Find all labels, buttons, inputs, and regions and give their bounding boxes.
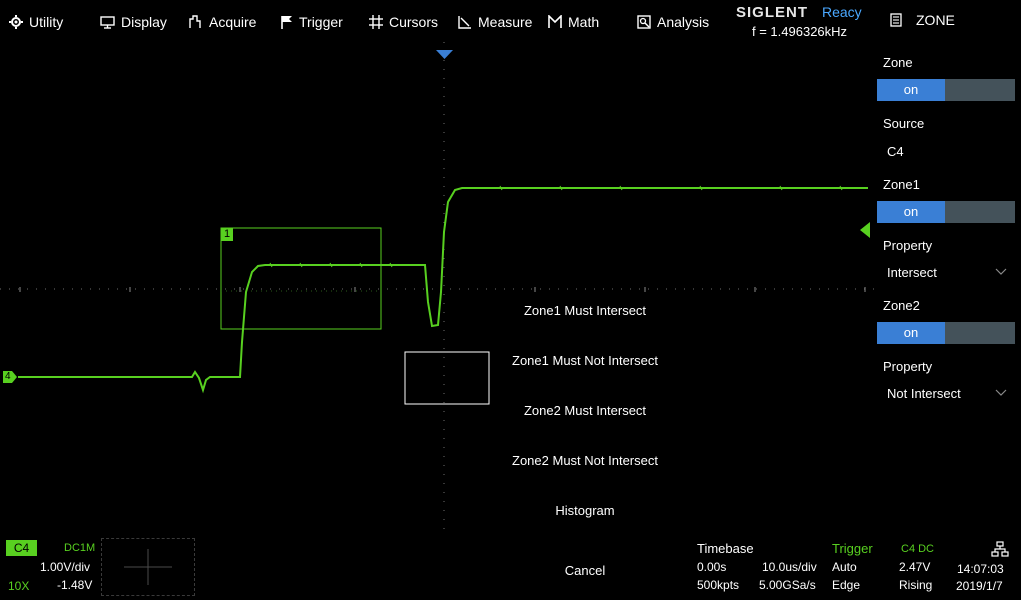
zone-panel: ZONE Zone on Source C4 Zone1 on Property… bbox=[876, 0, 1021, 599]
gear-icon bbox=[9, 15, 23, 29]
zone2-toggle[interactable]: on bbox=[877, 322, 1015, 344]
network-icon bbox=[991, 541, 1009, 557]
property1-label: Property bbox=[883, 238, 933, 253]
option-zone1-must-not-intersect[interactable]: Zone1 Must Not Intersect bbox=[512, 353, 658, 368]
source-value[interactable]: C4 bbox=[887, 144, 904, 159]
menu-bar: Utility Display Acquire Trigger Cursors … bbox=[0, 0, 876, 42]
timebase-delay[interactable]: 0.00s bbox=[697, 560, 727, 574]
zone2-toggle-off bbox=[945, 322, 1015, 344]
channel4-coupling: DC1M bbox=[64, 542, 96, 554]
property1-dropdown[interactable]: Intersect bbox=[877, 262, 1015, 284]
channel4-offset-marker[interactable]: 4 bbox=[3, 371, 17, 383]
waveform-grid bbox=[0, 42, 876, 536]
menu-analysis[interactable]: Analysis bbox=[637, 12, 709, 32]
menu-measure[interactable]: Measure bbox=[458, 12, 532, 32]
option-zone2-must-intersect[interactable]: Zone2 Must Intersect bbox=[523, 403, 647, 418]
option-zone1-must-intersect[interactable]: Zone1 Must Intersect bbox=[523, 303, 647, 318]
math-icon bbox=[548, 15, 562, 28]
zone-toggle-off bbox=[945, 79, 1015, 101]
zone1-toggle-off bbox=[945, 201, 1015, 223]
trigger-mode[interactable]: Auto bbox=[832, 560, 857, 574]
option-zone2-must-not-intersect[interactable]: Zone2 Must Not Intersect bbox=[512, 453, 658, 468]
trigger-level[interactable]: 2.47V bbox=[899, 560, 931, 574]
zone1-box[interactable] bbox=[220, 227, 382, 330]
zone-label: Zone bbox=[883, 55, 913, 70]
monitor-icon bbox=[100, 15, 115, 29]
measure-icon bbox=[458, 16, 471, 29]
menu-utility[interactable]: Utility bbox=[9, 12, 63, 32]
menu-display[interactable]: Display bbox=[100, 12, 167, 32]
analysis-icon bbox=[637, 15, 651, 29]
zone1-label: Zone1 bbox=[883, 177, 920, 192]
clock-time: 14:07:03 bbox=[957, 562, 1004, 576]
frequency-counter: f = 1.496326kHz bbox=[752, 24, 848, 39]
zone1-toggle[interactable]: on bbox=[877, 201, 1015, 223]
memory-depth: 500kpts bbox=[697, 578, 740, 592]
brand-logo: SIGLENT bbox=[736, 4, 809, 21]
trigger-level-marker[interactable] bbox=[860, 222, 870, 238]
zone-toggle[interactable]: on bbox=[877, 79, 1015, 101]
menu-measure-label: Measure bbox=[478, 14, 533, 30]
crosshair-icon bbox=[369, 15, 383, 29]
panel-title: ZONE bbox=[916, 12, 955, 28]
trigger-position-marker[interactable] bbox=[436, 50, 453, 59]
chevron-down-icon bbox=[995, 389, 1007, 396]
panel-header: ZONE bbox=[890, 12, 955, 28]
property2-dropdown[interactable]: Not Intersect bbox=[877, 383, 1015, 405]
clock-date: 2019/1/7 bbox=[956, 579, 1003, 593]
channel4-probe: 10X bbox=[8, 579, 30, 593]
menu-trigger-label: Trigger bbox=[299, 14, 343, 30]
mini-navigator[interactable] bbox=[101, 538, 195, 596]
option-cancel[interactable]: Cancel bbox=[564, 563, 606, 578]
waveform-display[interactable]: Zone1 Must Intersect Zone1 Must Not Inte… bbox=[0, 42, 876, 536]
trigger-slope[interactable]: Rising bbox=[899, 578, 933, 592]
channel4-badge[interactable]: C4 bbox=[6, 540, 37, 556]
document-icon bbox=[890, 13, 902, 27]
channel4-offset: -1.48V bbox=[57, 578, 93, 592]
timebase-scale[interactable]: 10.0us/div bbox=[762, 560, 817, 574]
menu-acquire-label: Acquire bbox=[209, 14, 257, 30]
trigger-type[interactable]: Edge bbox=[832, 578, 861, 592]
menu-acquire[interactable]: Acquire bbox=[189, 12, 256, 32]
flag-icon bbox=[281, 16, 292, 29]
menu-math[interactable]: Math bbox=[548, 12, 599, 32]
menu-trigger[interactable]: Trigger bbox=[280, 12, 343, 32]
timebase-label: Timebase bbox=[697, 541, 754, 556]
chevron-down-icon bbox=[995, 268, 1007, 275]
zone-toggle-on: on bbox=[877, 79, 945, 101]
trigger-source: C4 DC bbox=[901, 543, 935, 555]
trigger-label: Trigger bbox=[832, 541, 873, 556]
menu-math-label: Math bbox=[568, 14, 600, 30]
property2-label: Property bbox=[883, 359, 933, 374]
menu-cursors-label: Cursors bbox=[389, 14, 439, 30]
option-histogram[interactable]: Histogram bbox=[555, 503, 615, 518]
channel4-trace bbox=[18, 187, 868, 394]
menu-cursors[interactable]: Cursors bbox=[369, 12, 438, 32]
zone2-label: Zone2 bbox=[883, 298, 920, 313]
zone2-toggle-on: on bbox=[877, 322, 945, 344]
zone1-tag: 1 bbox=[221, 228, 233, 241]
menu-display-label: Display bbox=[121, 14, 167, 30]
acquire-icon bbox=[189, 15, 201, 28]
menu-utility-label: Utility bbox=[29, 14, 64, 30]
zone2-box[interactable] bbox=[404, 351, 490, 405]
menu-analysis-label: Analysis bbox=[657, 14, 710, 30]
property2-value: Not Intersect bbox=[887, 386, 961, 401]
sample-rate: 5.00GSa/s bbox=[759, 578, 816, 592]
zone1-toggle-on: on bbox=[877, 201, 945, 223]
property1-value: Intersect bbox=[887, 265, 937, 280]
acquisition-status: Reacy bbox=[822, 4, 862, 20]
channel4-marker-label: 4 bbox=[5, 371, 11, 382]
source-label: Source bbox=[883, 116, 925, 131]
channel4-vdiv: 1.00V/div bbox=[40, 560, 91, 574]
